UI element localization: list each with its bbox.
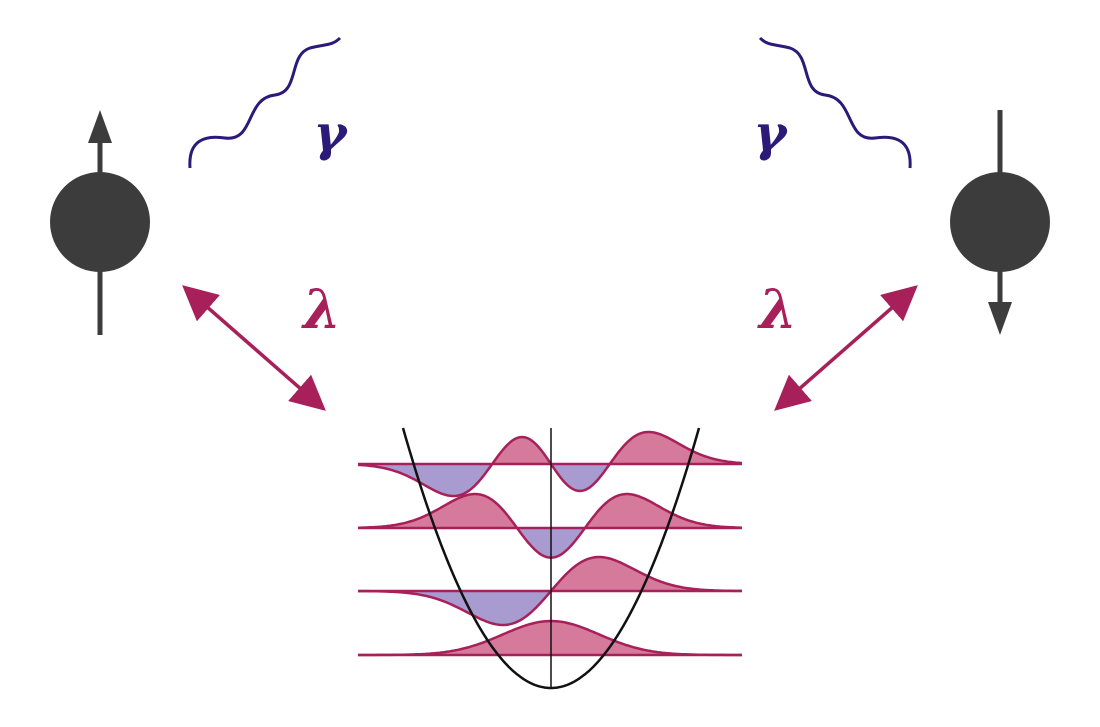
wave-fill-positive <box>358 432 742 464</box>
right-coupling-label: λ <box>757 277 797 341</box>
wave-fill-negative <box>358 591 742 625</box>
right-coupling-arrow <box>774 285 918 411</box>
right-spin-sphere <box>950 172 1050 272</box>
right-photon-label: γ <box>753 103 788 162</box>
wavefunction-level-0 <box>358 619 742 657</box>
left-spin <box>50 110 150 335</box>
wave-fill-positive <box>358 494 742 528</box>
wavefunction-level-1 <box>358 555 742 627</box>
wave-fill-positive <box>358 621 742 655</box>
right-spin <box>950 110 1050 335</box>
right-photon-wave <box>758 36 912 169</box>
left-coupling-arrow <box>182 285 326 411</box>
wave-outline <box>358 555 742 627</box>
wave-outline <box>358 492 743 559</box>
wave-outline <box>357 430 743 498</box>
right-spin-arrow-head <box>988 302 1012 335</box>
wave-fill-negative <box>358 528 742 558</box>
left-spin-arrow-head <box>88 110 112 143</box>
wavefunction-level-3 <box>357 430 743 498</box>
left-photon-label: γ <box>313 103 348 162</box>
harmonic-oscillator <box>357 427 743 690</box>
wave-outline <box>358 619 742 657</box>
harmonic-potential-curve <box>401 427 701 690</box>
left-photon-wave <box>188 36 342 169</box>
wavefunction-level-2 <box>358 492 743 559</box>
left-coupling-label: λ <box>301 277 341 341</box>
wave-fill-negative <box>358 464 742 496</box>
left-spin-sphere <box>50 172 150 272</box>
